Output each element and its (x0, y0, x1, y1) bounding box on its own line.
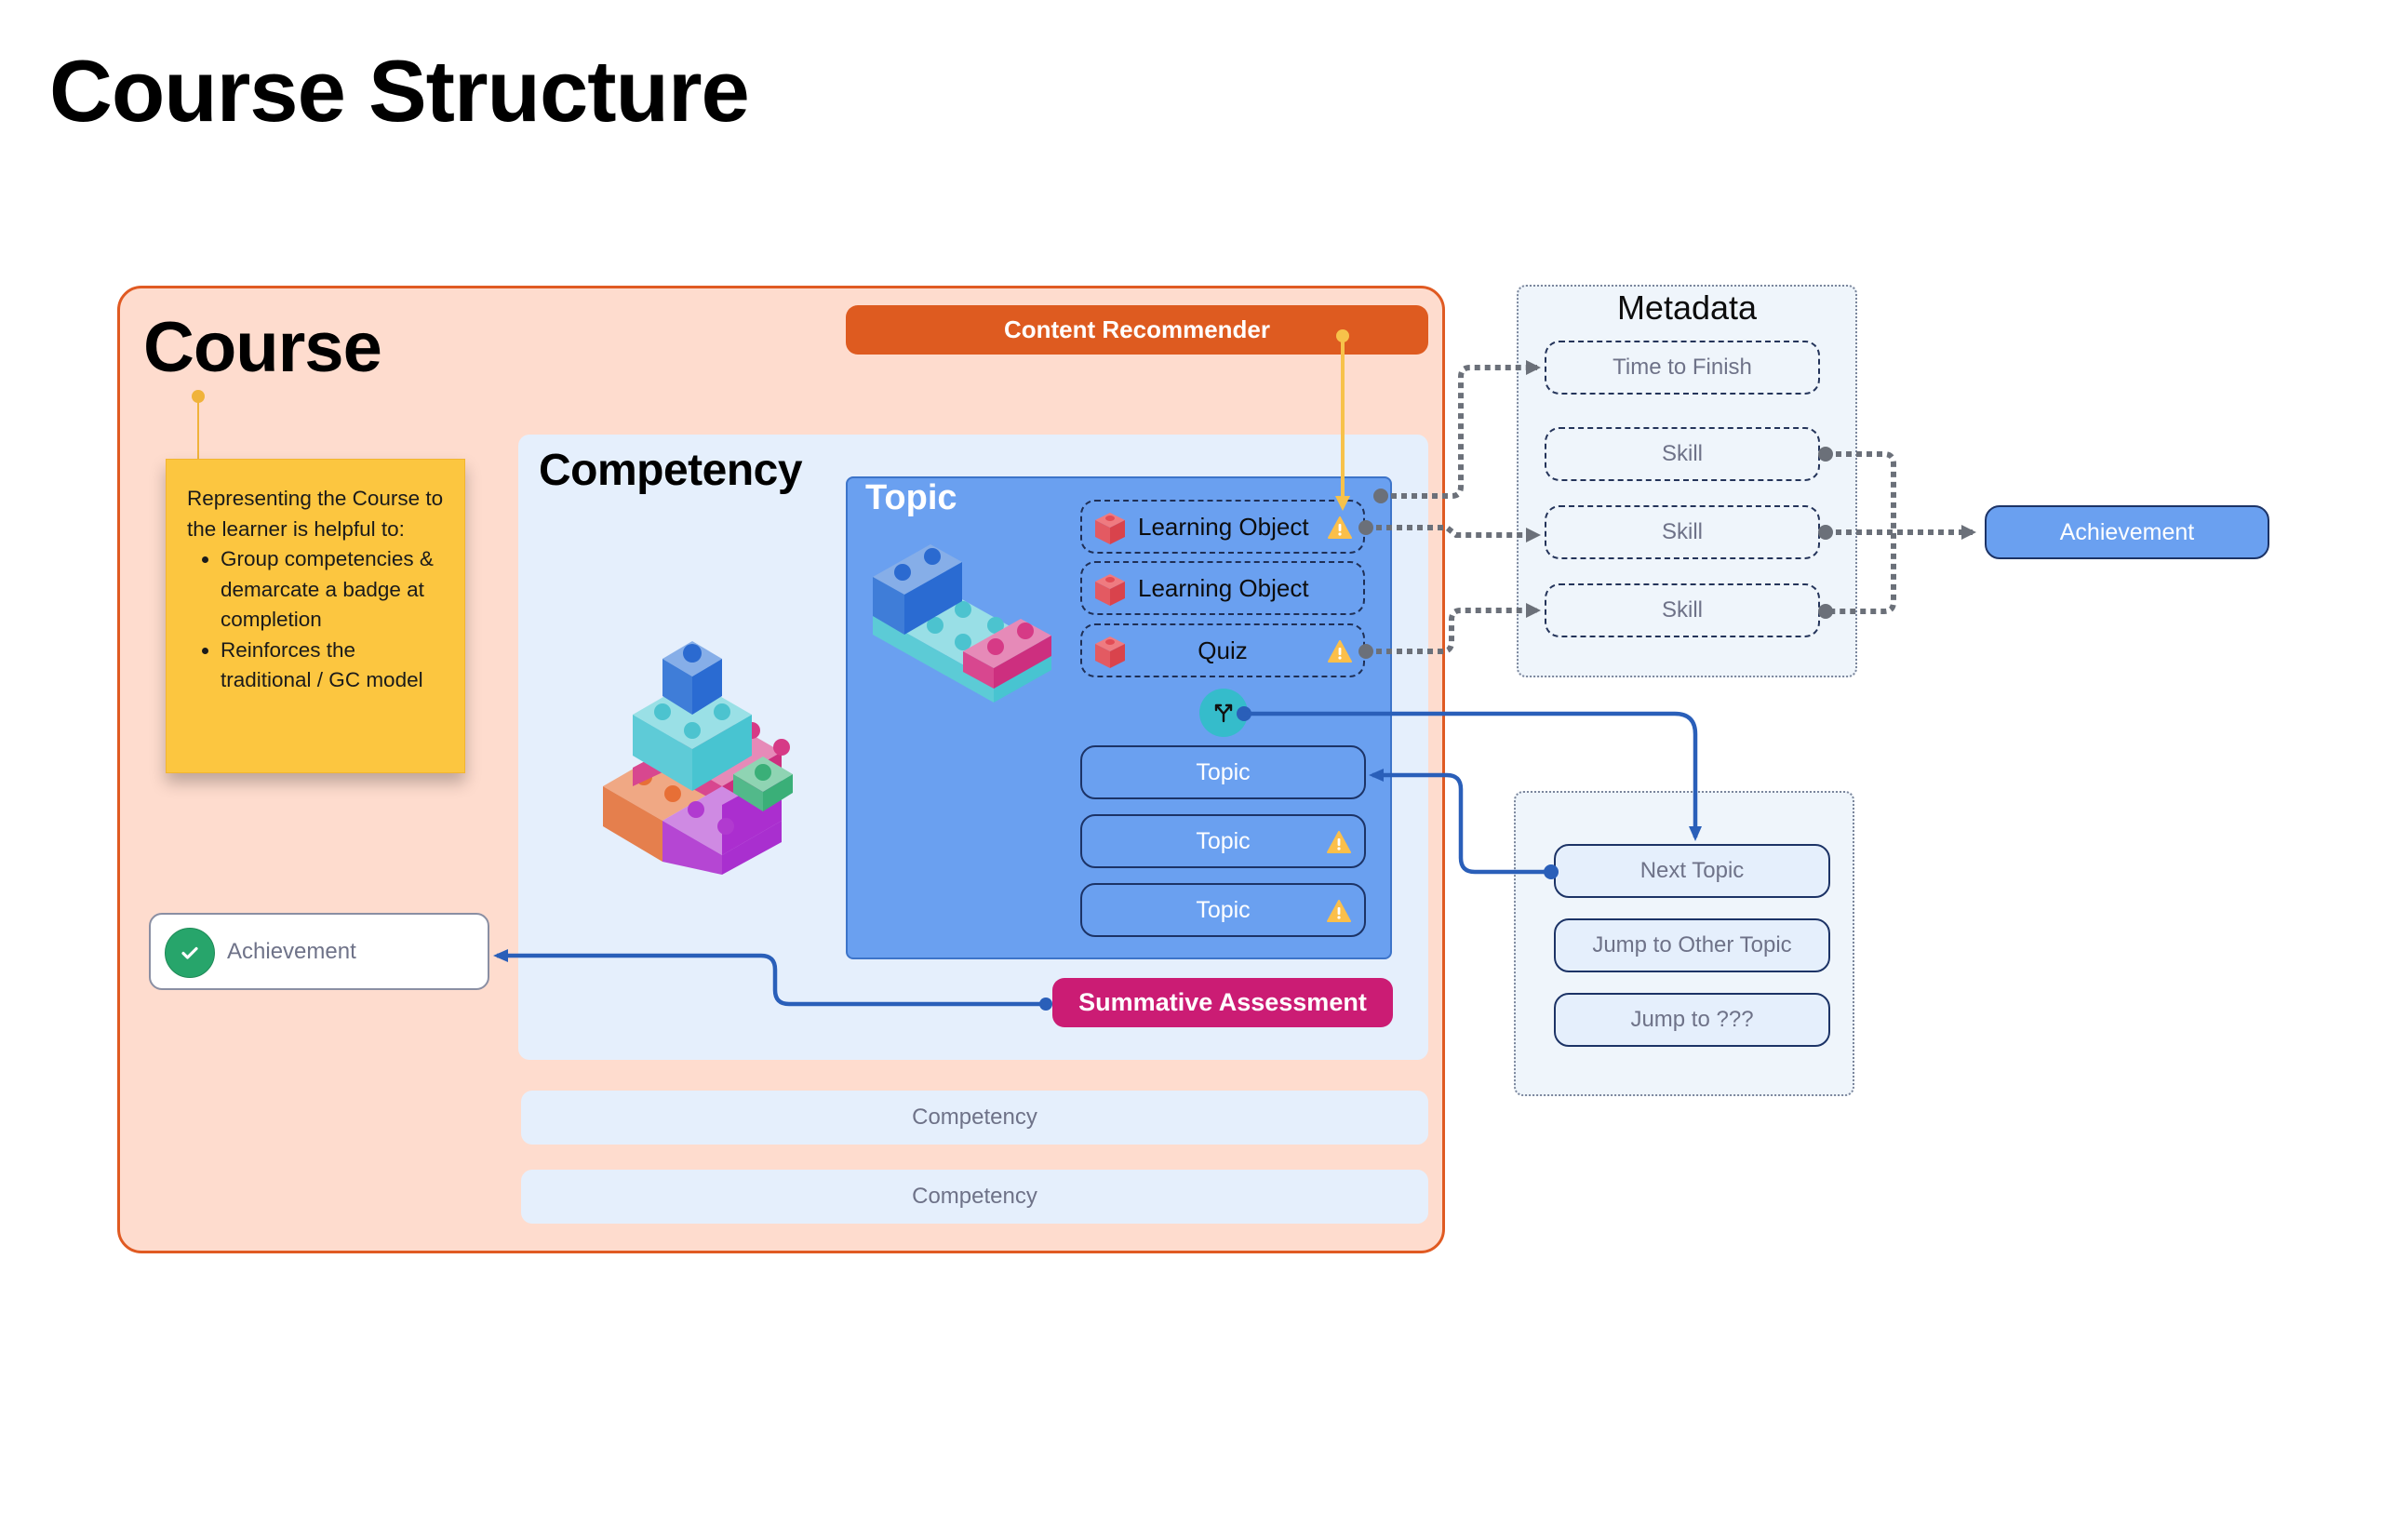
warning-icon (1327, 900, 1351, 922)
page-title: Course Structure (49, 42, 750, 140)
red-block-icon (1095, 636, 1125, 668)
skills-achievement[interactable]: Achievement (1985, 505, 2269, 559)
sticky-note-list: Group competencies & demarcate a badge a… (187, 544, 446, 696)
learning-object-item[interactable]: Learning Object (1080, 561, 1365, 615)
competency-row[interactable]: Competency (521, 1091, 1428, 1145)
course-title: Course (143, 308, 382, 387)
metadata-skill[interactable]: Skill (1545, 583, 1820, 637)
sub-topic-button[interactable]: Topic (1080, 745, 1366, 799)
learning-object-label: Learning Object (1138, 573, 1309, 602)
competency-row[interactable]: Competency (521, 1170, 1428, 1224)
warning-icon (1327, 831, 1351, 853)
sticky-note-bullet: Group competencies & demarcate a badge a… (221, 544, 446, 636)
metadata-time-to-finish[interactable]: Time to Finish (1545, 341, 1820, 395)
red-block-icon (1095, 574, 1125, 606)
learning-object-label: Learning Object (1138, 512, 1309, 541)
red-block-icon (1095, 513, 1125, 544)
sub-topic-button[interactable]: Topic (1080, 883, 1366, 937)
competency-row-label: Competency (912, 1184, 1037, 1209)
metadata-item-label: Skill (1661, 597, 1703, 623)
quiz-label: Quiz (1198, 636, 1248, 664)
check-circle-icon (165, 928, 215, 978)
quiz-item[interactable]: Quiz (1080, 623, 1365, 677)
warning-icon (1328, 516, 1352, 539)
metadata-title: Metadata (1616, 288, 1758, 327)
summative-assessment-label: Summative Assessment (1078, 988, 1367, 1016)
course-achievement[interactable]: Achievement (149, 913, 489, 990)
skills-achievement-label: Achievement (2059, 518, 2195, 545)
sub-topic-label: Topic (1196, 758, 1251, 785)
sticky-note[interactable]: Representing the Course to the learner i… (166, 459, 465, 773)
content-recommender-label: Content Recommender (1003, 315, 1271, 343)
metadata-item-label: Time to Finish (1613, 355, 1752, 380)
lego-topic-illustration (873, 544, 1051, 703)
metadata-skill[interactable]: Skill (1545, 505, 1820, 559)
note-connector-dot (192, 390, 205, 403)
competency-row-label: Competency (912, 1105, 1037, 1130)
sticky-note-bullet: Reinforces the traditional / GC model (221, 636, 446, 696)
sub-topic-button[interactable]: Topic (1080, 814, 1366, 868)
nav-label: Jump to ??? (1630, 1007, 1754, 1032)
metadata-item-label: Skill (1661, 519, 1703, 544)
lego-stack-illustration (603, 641, 793, 875)
branch-split-icon (1214, 703, 1233, 723)
sticky-note-intro: Representing the Course to the learner i… (187, 487, 444, 541)
topic-title: Topic (865, 478, 957, 517)
competency-title: Competency (539, 446, 803, 495)
sub-topic-label: Topic (1196, 896, 1251, 923)
summative-assessment[interactable]: Summative Assessment (1052, 978, 1393, 1027)
metadata-item-label: Skill (1661, 441, 1703, 466)
learning-object-item[interactable]: Learning Object (1080, 500, 1365, 554)
course-achievement-label: Achievement (227, 938, 356, 964)
metadata-skill[interactable]: Skill (1545, 427, 1820, 481)
jump-unknown-button[interactable]: Jump to ??? (1554, 993, 1830, 1047)
warning-icon (1328, 640, 1352, 663)
nav-label: Next Topic (1639, 858, 1745, 883)
next-topic-button[interactable]: Next Topic (1554, 844, 1830, 898)
sub-topic-label: Topic (1196, 827, 1251, 854)
branch-node[interactable] (1199, 689, 1248, 737)
content-recommender[interactable]: Content Recommender (846, 305, 1428, 355)
note-connector-line (197, 396, 199, 460)
nav-label: Jump to Other Topic (1592, 932, 1792, 957)
jump-other-topic-button[interactable]: Jump to Other Topic (1554, 918, 1830, 972)
